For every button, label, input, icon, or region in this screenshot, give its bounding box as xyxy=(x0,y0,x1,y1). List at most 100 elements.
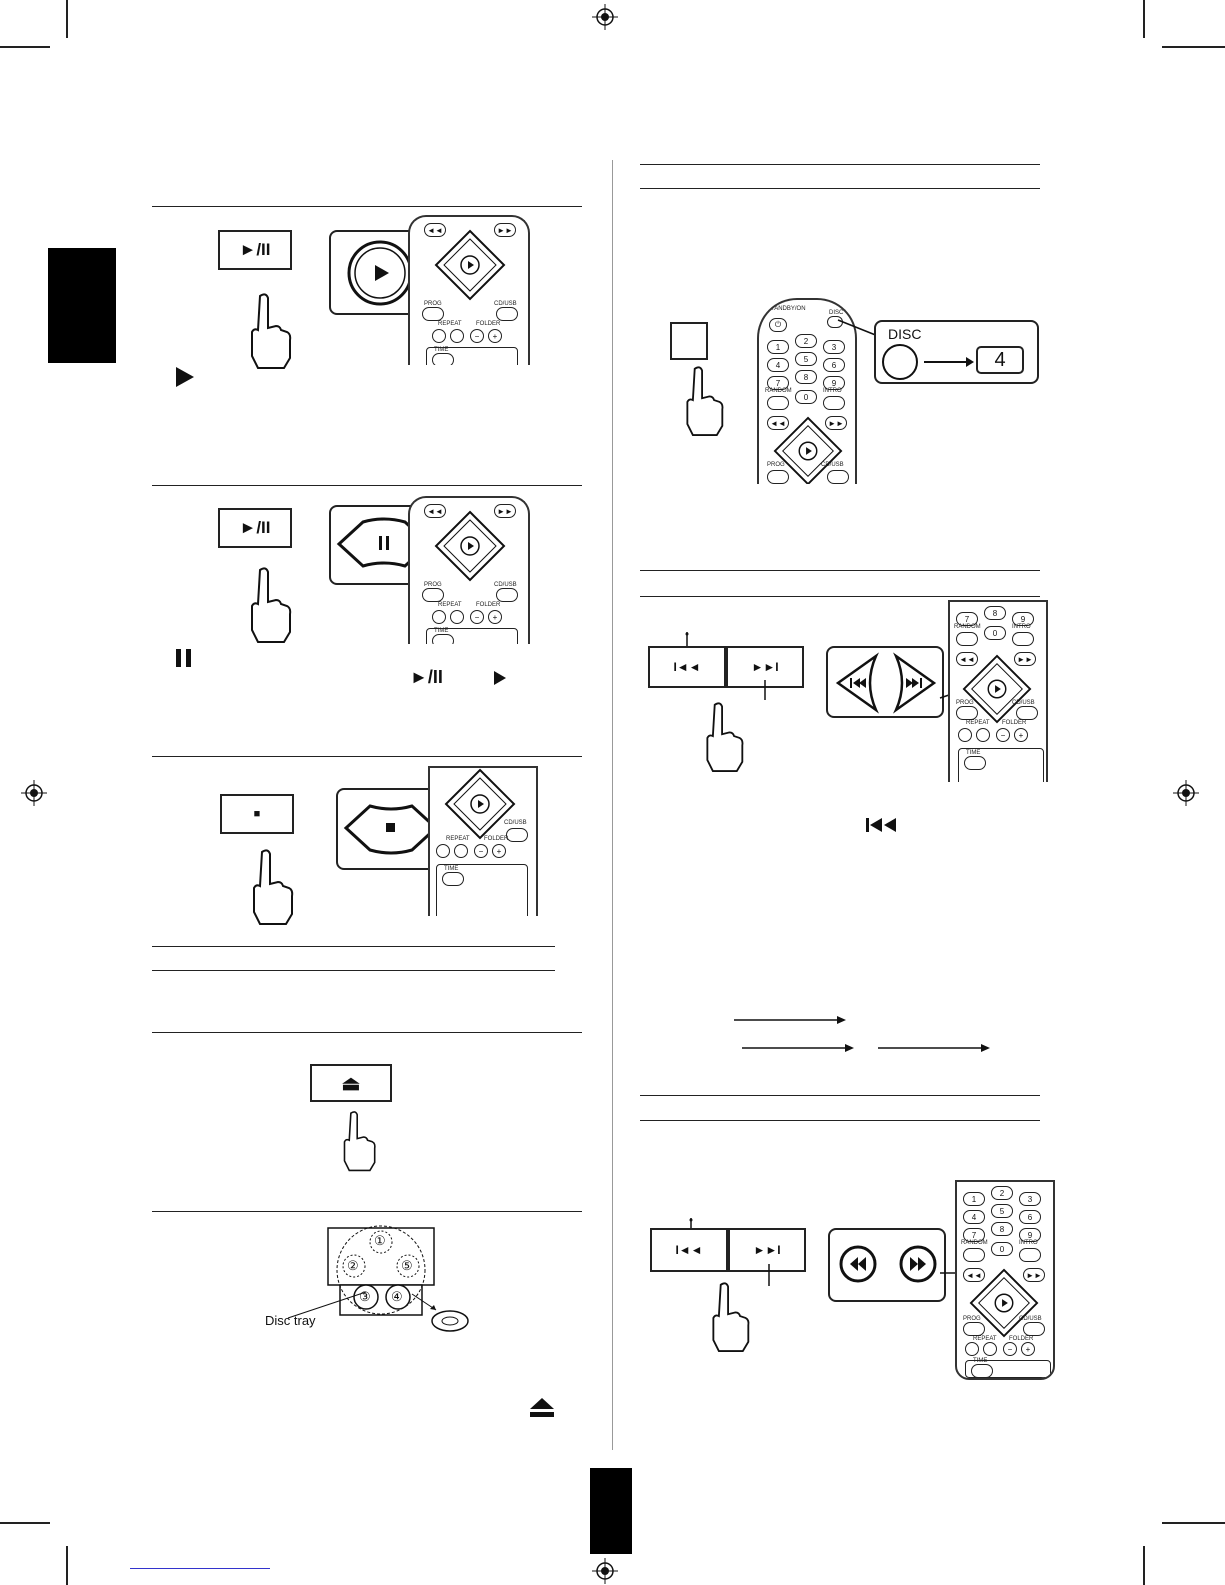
disc-select-button[interactable] xyxy=(670,322,708,360)
section-rule xyxy=(640,188,1040,189)
navigation-pad[interactable] xyxy=(434,229,506,301)
num-7-button[interactable]: 7 xyxy=(767,376,789,390)
repeat-button[interactable] xyxy=(965,1342,979,1356)
num-1-button[interactable]: 1 xyxy=(963,1192,985,1206)
num-8-button[interactable]: 8 xyxy=(991,1222,1013,1236)
folder-down-button[interactable]: − xyxy=(470,329,484,343)
arrow-icon xyxy=(411,1293,437,1311)
repeat-button[interactable] xyxy=(432,329,446,343)
stop-button[interactable]: ■ xyxy=(220,794,294,834)
num-4-button[interactable]: 4 xyxy=(767,358,789,372)
next-button[interactable]: ►►I xyxy=(728,1228,806,1272)
num-0-button[interactable]: 0 xyxy=(984,626,1006,640)
rewind-button[interactable]: ◄◄ xyxy=(956,652,978,666)
next-button[interactable]: ►►I xyxy=(726,646,804,688)
repeat-label: REPEAT xyxy=(446,836,470,842)
cd-usb-button[interactable] xyxy=(506,828,528,842)
folder-down-button[interactable]: − xyxy=(474,844,488,858)
mode-button[interactable] xyxy=(450,610,464,624)
cd-usb-button[interactable] xyxy=(827,470,849,484)
navigation-pad[interactable] xyxy=(962,654,1032,724)
prog-button[interactable] xyxy=(963,1322,985,1336)
mode-button[interactable] xyxy=(976,728,990,742)
num-6-button[interactable]: 6 xyxy=(1019,1210,1041,1224)
play-pause-button[interactable]: ►/II xyxy=(218,230,292,270)
intro-button[interactable] xyxy=(1019,1248,1041,1262)
intro-button[interactable] xyxy=(1012,632,1034,646)
num-3-button[interactable]: 3 xyxy=(823,340,845,354)
cd-usb-button[interactable] xyxy=(1023,1322,1045,1336)
play-pause-button[interactable]: ►/II xyxy=(218,508,292,548)
num-8-button[interactable]: 8 xyxy=(795,370,817,384)
eject-button[interactable]: ⏏ xyxy=(310,1064,392,1102)
prev-button[interactable]: I◄◄ xyxy=(650,1228,728,1272)
prev-button[interactable]: I◄◄ xyxy=(648,646,726,688)
repeat-button[interactable] xyxy=(432,610,446,624)
cd-usb-button[interactable] xyxy=(1016,706,1038,720)
folder-up-button[interactable]: + xyxy=(1014,728,1028,742)
num-8-button[interactable]: 8 xyxy=(984,606,1006,620)
folder-up-button[interactable]: + xyxy=(488,610,502,624)
num-6-button[interactable]: 6 xyxy=(823,358,845,372)
prog-button[interactable] xyxy=(767,470,789,484)
navigation-pad[interactable] xyxy=(434,510,506,582)
num-1-button[interactable]: 1 xyxy=(767,340,789,354)
navigation-pad[interactable] xyxy=(773,416,843,484)
time-label: TIME xyxy=(434,347,449,353)
prog-button[interactable] xyxy=(422,307,444,321)
remote-control: STANDBY/ON DISC ⏻ 1 2 3 4 5 6 7 8 9 RAND… xyxy=(757,298,857,484)
num-2-button[interactable]: 2 xyxy=(795,334,817,348)
cd-usb-button[interactable] xyxy=(496,588,518,602)
cd-usb-button[interactable] xyxy=(496,307,518,321)
forward-button[interactable]: ►► xyxy=(825,416,847,430)
folder-down-button[interactable]: − xyxy=(1003,1342,1017,1356)
rewind-button[interactable]: ◄◄ xyxy=(424,223,446,237)
navigation-pad[interactable] xyxy=(969,1268,1039,1338)
intro-button[interactable] xyxy=(823,396,845,410)
num-7-button[interactable]: 7 xyxy=(956,612,978,626)
rewind-button[interactable]: ◄◄ xyxy=(424,504,446,518)
time-button[interactable] xyxy=(432,353,454,365)
rewind-button[interactable]: ◄◄ xyxy=(767,416,789,430)
play-icon xyxy=(494,671,506,685)
random-button[interactable] xyxy=(767,396,789,410)
num-0-button[interactable]: 0 xyxy=(991,1242,1013,1256)
prog-label: PROG xyxy=(963,1316,981,1322)
folder-up-button[interactable]: + xyxy=(488,329,502,343)
prog-button[interactable] xyxy=(422,588,444,602)
forward-button[interactable]: ►► xyxy=(1023,1268,1045,1282)
rewind-button[interactable]: ◄◄ xyxy=(963,1268,985,1282)
time-button[interactable] xyxy=(432,634,454,644)
mode-button[interactable] xyxy=(454,844,468,858)
folder-up-button[interactable]: + xyxy=(492,844,506,858)
navigation-pad[interactable] xyxy=(444,768,516,840)
num-5-button[interactable]: 5 xyxy=(795,352,817,366)
forward-button[interactable]: ►► xyxy=(1014,652,1036,666)
repeat-button[interactable] xyxy=(436,844,450,858)
random-button[interactable] xyxy=(963,1248,985,1262)
prog-button[interactable] xyxy=(956,706,978,720)
repeat-button[interactable] xyxy=(958,728,972,742)
num-9-button[interactable]: 9 xyxy=(1019,1228,1041,1242)
num-9-button[interactable]: 9 xyxy=(1012,612,1034,626)
time-button[interactable] xyxy=(964,756,986,770)
time-button[interactable] xyxy=(442,872,464,886)
time-button[interactable] xyxy=(971,1364,993,1378)
forward-button[interactable]: ►► xyxy=(494,504,516,518)
folder-up-button[interactable]: + xyxy=(1021,1342,1035,1356)
repeat-label: REPEAT xyxy=(973,1336,997,1342)
num-9-button[interactable]: 9 xyxy=(823,376,845,390)
num-5-button[interactable]: 5 xyxy=(991,1204,1013,1218)
mode-button[interactable] xyxy=(983,1342,997,1356)
folder-down-button[interactable]: − xyxy=(470,610,484,624)
forward-button[interactable]: ►► xyxy=(494,223,516,237)
num-0-button[interactable]: 0 xyxy=(795,390,817,404)
num-3-button[interactable]: 3 xyxy=(1019,1192,1041,1206)
num-4-button[interactable]: 4 xyxy=(963,1210,985,1224)
standby-button[interactable]: ⏻ xyxy=(769,318,787,332)
random-button[interactable] xyxy=(956,632,978,646)
mode-button[interactable] xyxy=(450,329,464,343)
folder-down-button[interactable]: − xyxy=(996,728,1010,742)
num-2-button[interactable]: 2 xyxy=(991,1186,1013,1200)
num-7-button[interactable]: 7 xyxy=(963,1228,985,1242)
